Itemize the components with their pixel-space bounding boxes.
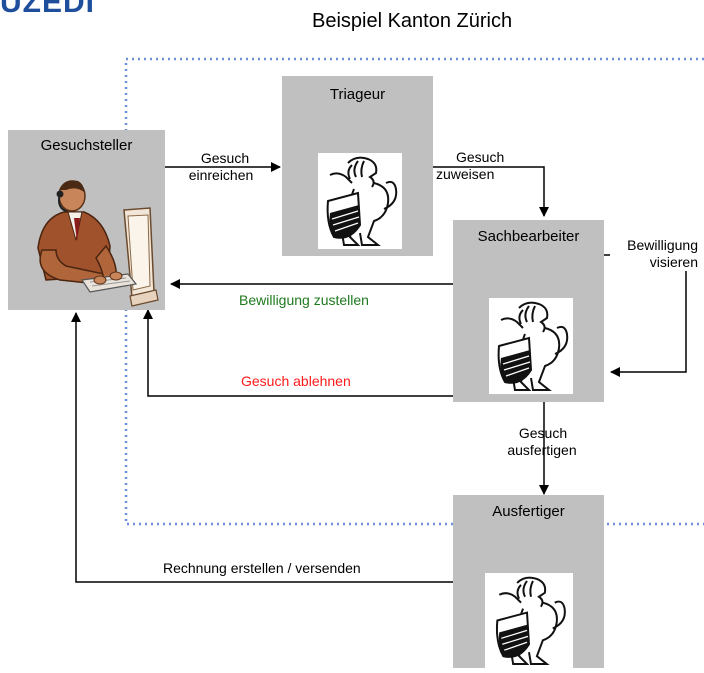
label-gesuch-zuweisen: Gesuch zuweisen [436, 149, 505, 182]
diagram-subtitle: Beispiel Kanton Zürich [312, 10, 513, 32]
arrow-gesuch-zuweisen [433, 166, 549, 217]
header-title-fragment: UZEDI [0, 0, 95, 19]
actor-sachbearbeiter-label: Sachbearbeiter [477, 228, 580, 245]
actor-sachbearbeiter: Sachbearbeiter [453, 220, 604, 402]
actor-gesuchsteller: Gesuchsteller [8, 130, 165, 310]
label-gesuch-ablehnen: Gesuch ablehnen [241, 373, 351, 389]
label-gesuch-einreichen: Gesuch einreichen [188, 150, 254, 183]
arrow-gesuch-ablehnen [143, 309, 453, 397]
zurich-lion-icon [318, 153, 402, 249]
label-bewilligung-visieren: Bewilligung visieren [610, 237, 698, 271]
actor-ausfertiger-label: Ausfertiger [492, 503, 565, 520]
person-at-computer-icon [20, 168, 160, 308]
actor-triageur-label: Triageur [329, 86, 386, 103]
actor-gesuchsteller-label: Gesuchsteller [40, 137, 133, 154]
arrow-bewilligung-visieren [604, 254, 687, 377]
zurich-lion-icon [485, 573, 573, 668]
label-gesuch-ausfertigen: Gesuch ausfertigen [507, 425, 577, 458]
actor-triageur: Triageur [282, 76, 433, 256]
label-bewilligung-zustellen: Bewilligung zustellen [239, 292, 369, 308]
zurich-lion-icon [489, 298, 573, 394]
arrow-rechnung [71, 312, 453, 583]
actor-ausfertiger: Ausfertiger [453, 495, 604, 668]
label-rechnung: Rechnung erstellen / versenden [163, 560, 361, 576]
